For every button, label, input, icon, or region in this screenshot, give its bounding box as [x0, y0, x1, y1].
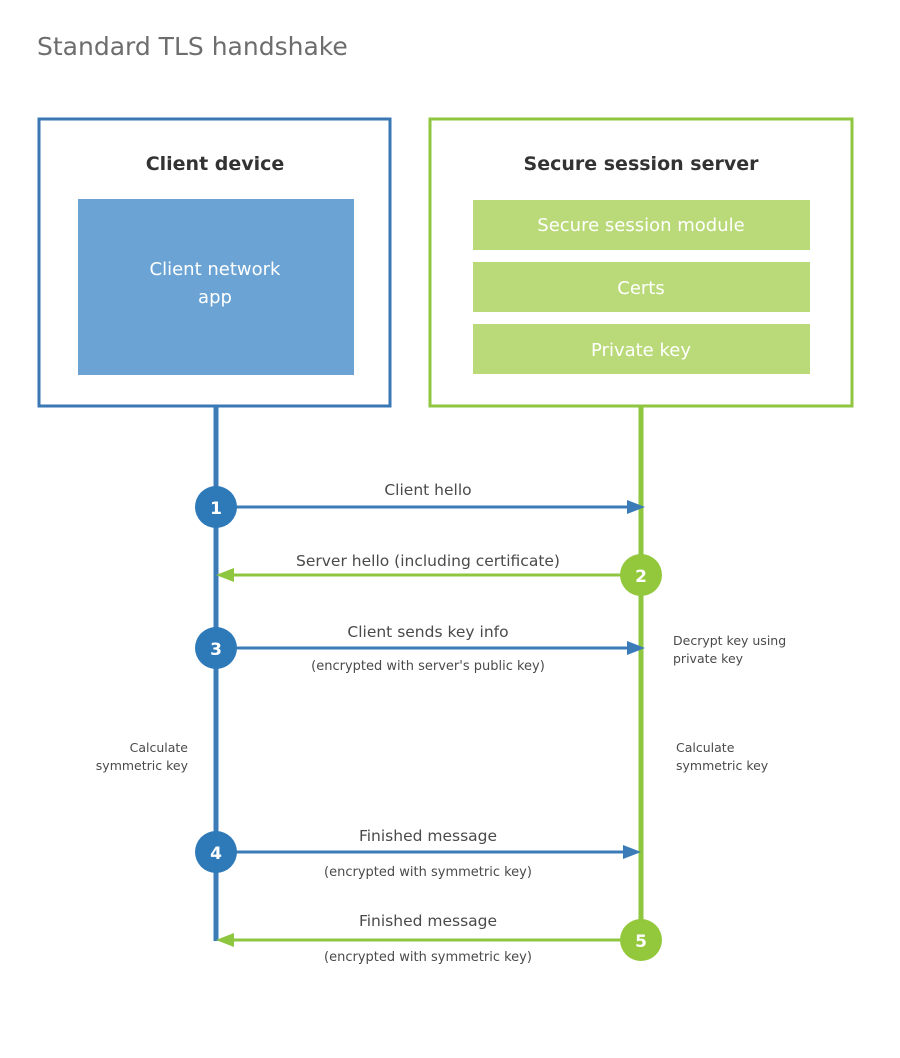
step-3-group: Client sends key info 3 (encrypted with … — [195, 623, 645, 674]
step-5-group: Finished message 5 (encrypted with symme… — [216, 912, 662, 965]
step-5-marker[interactable] — [620, 919, 662, 961]
server-module-secure-session-module — [473, 200, 810, 250]
step-5-number: 5 — [635, 932, 647, 952]
client-network-app-label-line1: Client network — [150, 259, 282, 280]
client-device-panel: Client device Client network app — [37, 117, 392, 408]
step-2-group: Server hello (including certificate) 2 — [216, 552, 662, 596]
server-title: Secure session server — [524, 153, 760, 175]
step-4-group: Finished message 4 (encrypted with symme… — [195, 827, 641, 880]
step-1-marker[interactable] — [195, 486, 237, 528]
step-1-number: 1 — [210, 499, 222, 519]
step-2-marker[interactable] — [620, 554, 662, 596]
step-2-label: Server hello (including certificate) — [296, 552, 560, 570]
client-calc-note-line1: Calculate — [130, 740, 189, 755]
step-1-group: Client hello 1 — [195, 481, 645, 528]
step-4-sublabel: (encrypted with symmetric key) — [324, 865, 532, 880]
server-module-label-1: Certs — [617, 278, 664, 299]
step-1-arrowhead — [627, 500, 645, 514]
server-calc-note-line1: Calculate — [676, 740, 735, 755]
step-5-label: Finished message — [359, 912, 497, 930]
step-4-arrowhead — [623, 845, 641, 859]
server-decrypt-note-line2: private key — [673, 651, 744, 666]
step-4-label: Finished message — [359, 827, 497, 845]
step-5-arrowhead — [216, 933, 234, 947]
step-4-number: 4 — [210, 844, 222, 864]
client-calc-note-line2: symmetric key — [96, 758, 189, 773]
step-5-sublabel: (encrypted with symmetric key) — [324, 950, 532, 965]
client-device-title: Client device — [146, 153, 285, 175]
secure-session-server-panel: Secure session server Secure session mod… — [428, 117, 854, 408]
server-decrypt-note-line1: Decrypt key using — [673, 633, 786, 648]
server-decrypt-note: Decrypt key using private key — [673, 633, 786, 666]
server-module-label-2: Private key — [591, 340, 691, 361]
server-module-certs — [473, 262, 810, 312]
step-2-arrowhead — [216, 568, 234, 582]
client-calculate-symmetric-key-note: Calculate symmetric key — [96, 740, 189, 773]
server-calc-note-line2: symmetric key — [676, 758, 769, 773]
server-module-label-0: Secure session module — [537, 215, 744, 236]
client-network-app-label-line2: app — [198, 287, 232, 308]
step-3-label: Client sends key info — [347, 623, 508, 641]
step-1-label: Client hello — [384, 481, 471, 499]
step-2-number: 2 — [635, 567, 647, 587]
step-3-sublabel: (encrypted with server's public key) — [311, 659, 545, 674]
client-network-app-module — [78, 199, 354, 375]
step-3-number: 3 — [210, 640, 222, 660]
step-3-arrowhead — [627, 641, 645, 655]
step-3-marker[interactable] — [195, 627, 237, 669]
step-4-marker[interactable] — [195, 831, 237, 873]
page-title: Standard TLS handshake — [37, 32, 348, 61]
server-module-private-key — [473, 324, 810, 374]
server-calculate-symmetric-key-note: Calculate symmetric key — [676, 740, 769, 773]
